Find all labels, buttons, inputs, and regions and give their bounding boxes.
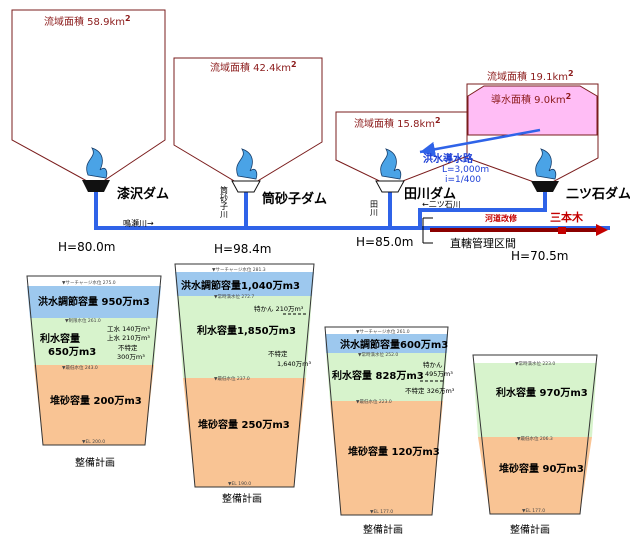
water-capacity-line2: 650万m3	[48, 346, 96, 358]
sanbongi-label: 三本木	[550, 210, 584, 224]
note-text: 不特定	[118, 343, 138, 352]
catchment-tsutsunago	[173, 57, 323, 189]
dam-height-tsutsunago: H=98.4m	[214, 242, 272, 256]
diversion-channel-slope: i=1/400	[445, 175, 481, 185]
sediment-capacity: 堆砂容量 90万m3	[499, 462, 584, 475]
level-text: ▼最低水位 243.0	[62, 364, 98, 371]
managed-start-marker	[422, 217, 433, 244]
plan-caption-1: 整備計画	[75, 456, 115, 469]
note-text: 特かん	[423, 360, 443, 369]
dam-height-tagawa: H=85.0m	[356, 235, 414, 249]
water-capacity: 利水容量 650万m3	[40, 332, 96, 358]
note-text: 不特定	[268, 349, 288, 358]
note-text: 特かん 210万m³	[254, 304, 304, 313]
water-capacity: 利水容量 970万m3	[496, 386, 588, 399]
dam-name-futatsuishi: 二ツ石ダム	[566, 186, 630, 202]
dam-icon-urushizawa	[82, 147, 110, 192]
sediment-capacity: 堆砂容量 250万m3	[198, 418, 290, 431]
sanbongi-marker	[558, 227, 566, 234]
plan-caption-4: 整備計画	[510, 523, 550, 536]
managed-section-label: 直轄管理区間	[450, 236, 516, 250]
dam-name-tsutsunago: 筒砂子ダム	[262, 191, 327, 207]
catchment-label-futatsuishi: 流域面積 19.1km2	[487, 69, 574, 83]
level-text: ▼サーチャージ水位 261.0	[356, 328, 410, 335]
note-text: 1,640万m³	[277, 360, 311, 368]
diversion-area	[467, 85, 598, 136]
level-text: ▼EL 200.0	[82, 439, 105, 445]
diversion-channel	[419, 128, 541, 157]
plan-caption-2: 整備計画	[222, 492, 262, 505]
river-label-futatsuishi: ←二ツ石川	[422, 200, 461, 209]
managed-arrow	[596, 224, 608, 236]
river-futatsuishi	[418, 190, 547, 228]
dam-height-urushizawa: H=80.0m	[58, 240, 116, 254]
water-capacity: 利水容量 828万m3	[332, 369, 424, 382]
storage-section-urushizawa: ▼サーチャージ水位 275.0 ▼制限水位 261.0 ▼最低水位 243.0 …	[26, 275, 162, 446]
level-text: ▼制限水位 261.0	[65, 317, 101, 324]
level-text: ▼常時満水位 272.7	[214, 293, 254, 300]
dam-icon-tsutsunago	[231, 148, 261, 193]
river-label-tagawa: 田川	[370, 200, 379, 216]
water-capacity: 利水容量1,850万m3	[197, 324, 296, 337]
level-text: ▼最低水位 206.3	[517, 435, 553, 442]
level-text: ▼サーチャージ水位 275.0	[62, 279, 116, 286]
level-text: ▼最低水位 223.0	[356, 398, 392, 405]
flood-capacity: 洪水調節容量 950万m3	[38, 295, 150, 308]
note-text: 上水 210万m³	[107, 333, 150, 342]
river-label-naruse: 鳴瀬川→	[123, 218, 154, 228]
dam-name-tagawa: 田川ダム	[404, 186, 456, 202]
note-text: 不特定 326万m³	[405, 386, 455, 395]
catchment-label-tsutsunago: 流域面積 42.4km2	[210, 60, 297, 74]
storage-section-tsutsunago: ▼サーチャージ水位 281.3 ▼常時満水位 272.7 ▼最低水位 237.0…	[174, 263, 315, 488]
sediment-capacity: 堆砂容量 120万m3	[348, 445, 440, 458]
catchment-tagawa	[335, 111, 471, 187]
diversion-channel-title: 洪水導水路	[423, 152, 474, 165]
plan-caption-3: 整備計画	[363, 523, 403, 536]
level-text: ▼サーチャージ水位 281.3	[212, 266, 266, 273]
note-text: 工水 140万m³	[107, 324, 150, 333]
catchment-label-urushizawa: 流域面積 58.9km2	[44, 14, 131, 28]
level-text: ▼常時満水位 223.0	[515, 360, 555, 367]
dam-height-futatsuishi: H=70.5m	[511, 249, 569, 263]
catchment-label-tagawa: 流域面積 15.8km2	[354, 116, 441, 130]
level-text: ▼EL 177.0	[370, 509, 393, 515]
level-text: ▼常時満水位 252.0	[358, 351, 398, 358]
flood-capacity: 洪水調節容量1,040万m3	[181, 279, 300, 292]
diversion-channel-length: L=3,000m	[442, 165, 489, 175]
dam-icon-futatsuishi	[531, 148, 559, 192]
flood-capacity: 洪水調節容量600万m3	[340, 338, 448, 351]
level-text: ▼EL 190.0	[228, 481, 251, 487]
river-improvement-label: 河道改修	[485, 213, 518, 223]
level-text: ▼最低水位 237.0	[214, 375, 250, 382]
dam-name-urushizawa: 漆沢ダム	[117, 186, 169, 202]
note-text: 495万m³	[425, 370, 453, 378]
catchment-urushizawa	[11, 9, 166, 187]
storage-section-futatsuishi: ▼常時満水位 223.0 ▼最低水位 206.3 ▼EL 177.0 利水容量 …	[472, 354, 598, 515]
note-text: 300万m³	[117, 353, 145, 361]
water-capacity-line1: 利水容量	[40, 332, 80, 345]
river-label-tsutsunago: 筒砂子川	[220, 185, 229, 218]
diversion-area-label: 導水面積 9.0km2	[491, 92, 571, 106]
storage-section-tagawa: ▼サーチャージ水位 261.0 ▼常時満水位 252.0 ▼最低水位 223.0…	[324, 326, 455, 516]
sediment-capacity: 堆砂容量 200万m3	[50, 394, 142, 407]
level-text: ▼EL 177.0	[522, 508, 545, 514]
dam-icon-tagawa	[375, 148, 405, 193]
